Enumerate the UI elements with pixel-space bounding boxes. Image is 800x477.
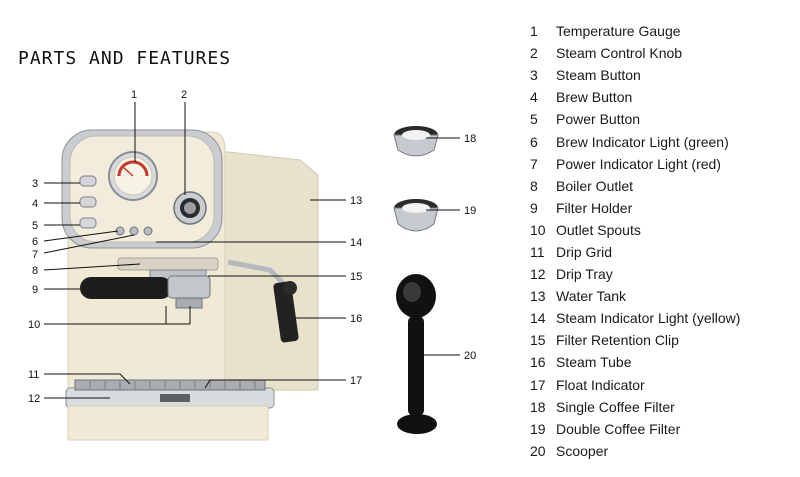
callout-3: 3 bbox=[32, 178, 38, 190]
part-label: Single Coffee Filter bbox=[556, 399, 675, 415]
part-label: Water Tank bbox=[556, 288, 626, 304]
part-label: Power Indicator Light (red) bbox=[556, 156, 721, 172]
double-coffee-filter bbox=[394, 199, 438, 231]
part-number: 12 bbox=[530, 266, 556, 282]
part-label: Steam Button bbox=[556, 67, 641, 83]
part-number: 8 bbox=[530, 178, 556, 194]
part-number: 9 bbox=[530, 200, 556, 216]
part-number: 10 bbox=[530, 222, 556, 238]
scooper bbox=[396, 274, 437, 434]
part-label: Double Coffee Filter bbox=[556, 421, 680, 437]
part-number: 18 bbox=[530, 399, 556, 415]
callout-12: 12 bbox=[28, 393, 40, 405]
part-label: Outlet Spouts bbox=[556, 222, 641, 238]
part-number: 3 bbox=[530, 67, 556, 83]
callout-18: 18 bbox=[464, 133, 476, 145]
callout-15: 15 bbox=[350, 271, 362, 283]
part-label: Float Indicator bbox=[556, 377, 645, 393]
part-number: 7 bbox=[530, 156, 556, 172]
part-label: Filter Retention Clip bbox=[556, 332, 679, 348]
callout-7: 7 bbox=[32, 249, 38, 261]
callout-2: 2 bbox=[181, 89, 187, 101]
part-label: Scooper bbox=[556, 443, 608, 459]
outlet-spouts bbox=[176, 298, 202, 308]
callout-19: 19 bbox=[464, 205, 476, 217]
machine-base bbox=[68, 406, 268, 440]
part-label: Steam Indicator Light (yellow) bbox=[556, 310, 740, 326]
callout-1: 1 bbox=[131, 89, 137, 101]
part-label: Brew Button bbox=[556, 89, 632, 105]
filter-holder-basket bbox=[168, 276, 210, 298]
drip-grid bbox=[75, 380, 265, 390]
part-label: Boiler Outlet bbox=[556, 178, 633, 194]
power-indicator-light bbox=[130, 227, 138, 235]
callout-6: 6 bbox=[32, 236, 38, 248]
part-label: Filter Holder bbox=[556, 200, 632, 216]
callout-14: 14 bbox=[350, 237, 362, 249]
callout-5: 5 bbox=[32, 220, 38, 232]
part-number: 13 bbox=[530, 288, 556, 304]
espresso-machine-diagram: 1 2 3 4 5 6 7 8 9 10 11 12 13 14 15 16 1… bbox=[0, 0, 520, 477]
part-number: 17 bbox=[530, 377, 556, 393]
part-label: Drip Grid bbox=[556, 244, 612, 260]
power-button bbox=[80, 218, 96, 228]
callout-20: 20 bbox=[464, 350, 476, 362]
callout-9: 9 bbox=[32, 284, 38, 296]
callout-13: 13 bbox=[350, 195, 362, 207]
callout-16: 16 bbox=[350, 313, 362, 325]
brew-button bbox=[80, 197, 96, 207]
callout-4: 4 bbox=[32, 198, 38, 210]
steam-indicator-light bbox=[144, 227, 152, 235]
callout-17: 17 bbox=[350, 375, 362, 387]
steam-button bbox=[80, 176, 96, 186]
part-number: 2 bbox=[530, 45, 556, 61]
machine-illustration bbox=[62, 130, 318, 440]
part-label: Brew Indicator Light (green) bbox=[556, 134, 729, 150]
part-label: Steam Tube bbox=[556, 354, 632, 370]
part-number: 19 bbox=[530, 421, 556, 437]
part-number: 1 bbox=[530, 23, 556, 39]
part-number: 16 bbox=[530, 354, 556, 370]
callout-8: 8 bbox=[32, 265, 38, 277]
part-number: 20 bbox=[530, 443, 556, 459]
part-number: 5 bbox=[530, 111, 556, 127]
filter-holder-handle bbox=[80, 277, 172, 299]
part-number: 4 bbox=[530, 89, 556, 105]
callout-10: 10 bbox=[28, 319, 40, 331]
part-number: 14 bbox=[530, 310, 556, 326]
part-number: 6 bbox=[530, 134, 556, 150]
part-label: Drip Tray bbox=[556, 266, 613, 282]
part-label: Steam Control Knob bbox=[556, 45, 682, 61]
part-label: Power Button bbox=[556, 111, 640, 127]
single-coffee-filter bbox=[394, 126, 438, 156]
part-number: 15 bbox=[530, 332, 556, 348]
part-number: 11 bbox=[530, 244, 556, 260]
callout-11: 11 bbox=[28, 369, 39, 381]
part-label: Temperature Gauge bbox=[556, 23, 681, 39]
